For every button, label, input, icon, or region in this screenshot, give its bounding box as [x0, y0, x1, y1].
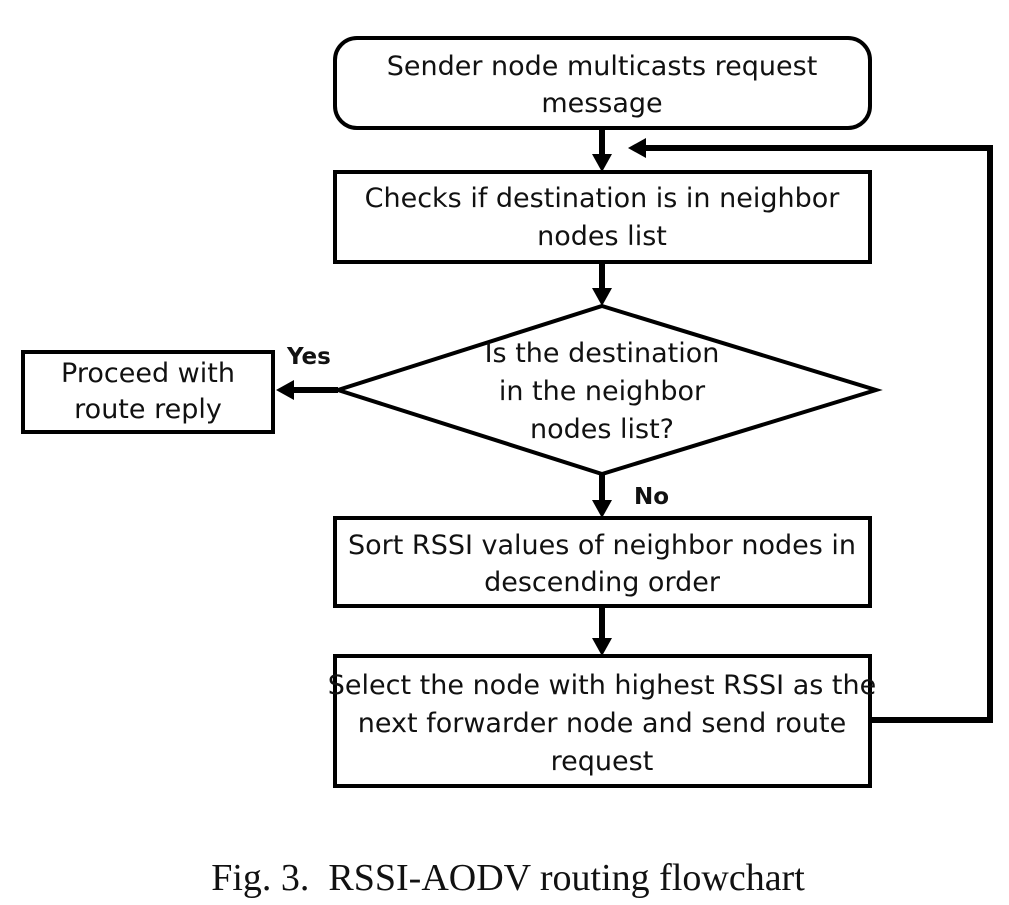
decision-node-line-3: nodes list? [530, 414, 674, 445]
arrow-decision-to-sort [592, 474, 612, 518]
reply-node-line-1: Proceed with [61, 358, 235, 389]
decision-node: Is the destination in the neighbor nodes… [331, 303, 883, 477]
start-node-line-2: message [541, 88, 662, 119]
sort-node-line-2: descending order [484, 567, 721, 598]
arrow-sort-to-select [592, 606, 612, 656]
no-label: No [634, 484, 669, 510]
arrow-check-to-decision [592, 262, 612, 306]
arrow-start-to-check [592, 128, 612, 172]
loop-arrow-select-to-check [628, 138, 993, 723]
reply-node-line-2: route reply [74, 394, 222, 425]
arrow-decision-to-reply [276, 380, 338, 400]
reply-node: Proceed with route reply [21, 350, 275, 434]
check-node-line-1: Checks if destination is in neighbor [365, 183, 841, 214]
figure-caption: Fig. 3. RSSI-AODV routing flowchart [211, 857, 805, 899]
start-node-line-1: Sender node multicasts request [387, 51, 818, 82]
select-node: Select the node with highest RSSI as the… [328, 654, 876, 788]
yes-label: Yes [286, 344, 331, 370]
check-node: Checks if destination is in neighbor nod… [333, 170, 872, 264]
sort-node-line-1: Sort RSSI values of neighbor nodes in [348, 530, 856, 561]
select-node-line-1: Select the node with highest RSSI as the [328, 670, 876, 701]
select-node-line-2: next forwarder node and send route [358, 708, 846, 739]
decision-node-line-1: Is the destination [485, 338, 720, 369]
check-node-line-2: nodes list [537, 221, 667, 252]
start-node: Sender node multicasts request message [333, 36, 872, 130]
decision-node-line-2: in the neighbor [499, 376, 706, 407]
select-node-line-3: request [551, 746, 654, 777]
sort-node: Sort RSSI values of neighbor nodes in de… [333, 516, 872, 608]
